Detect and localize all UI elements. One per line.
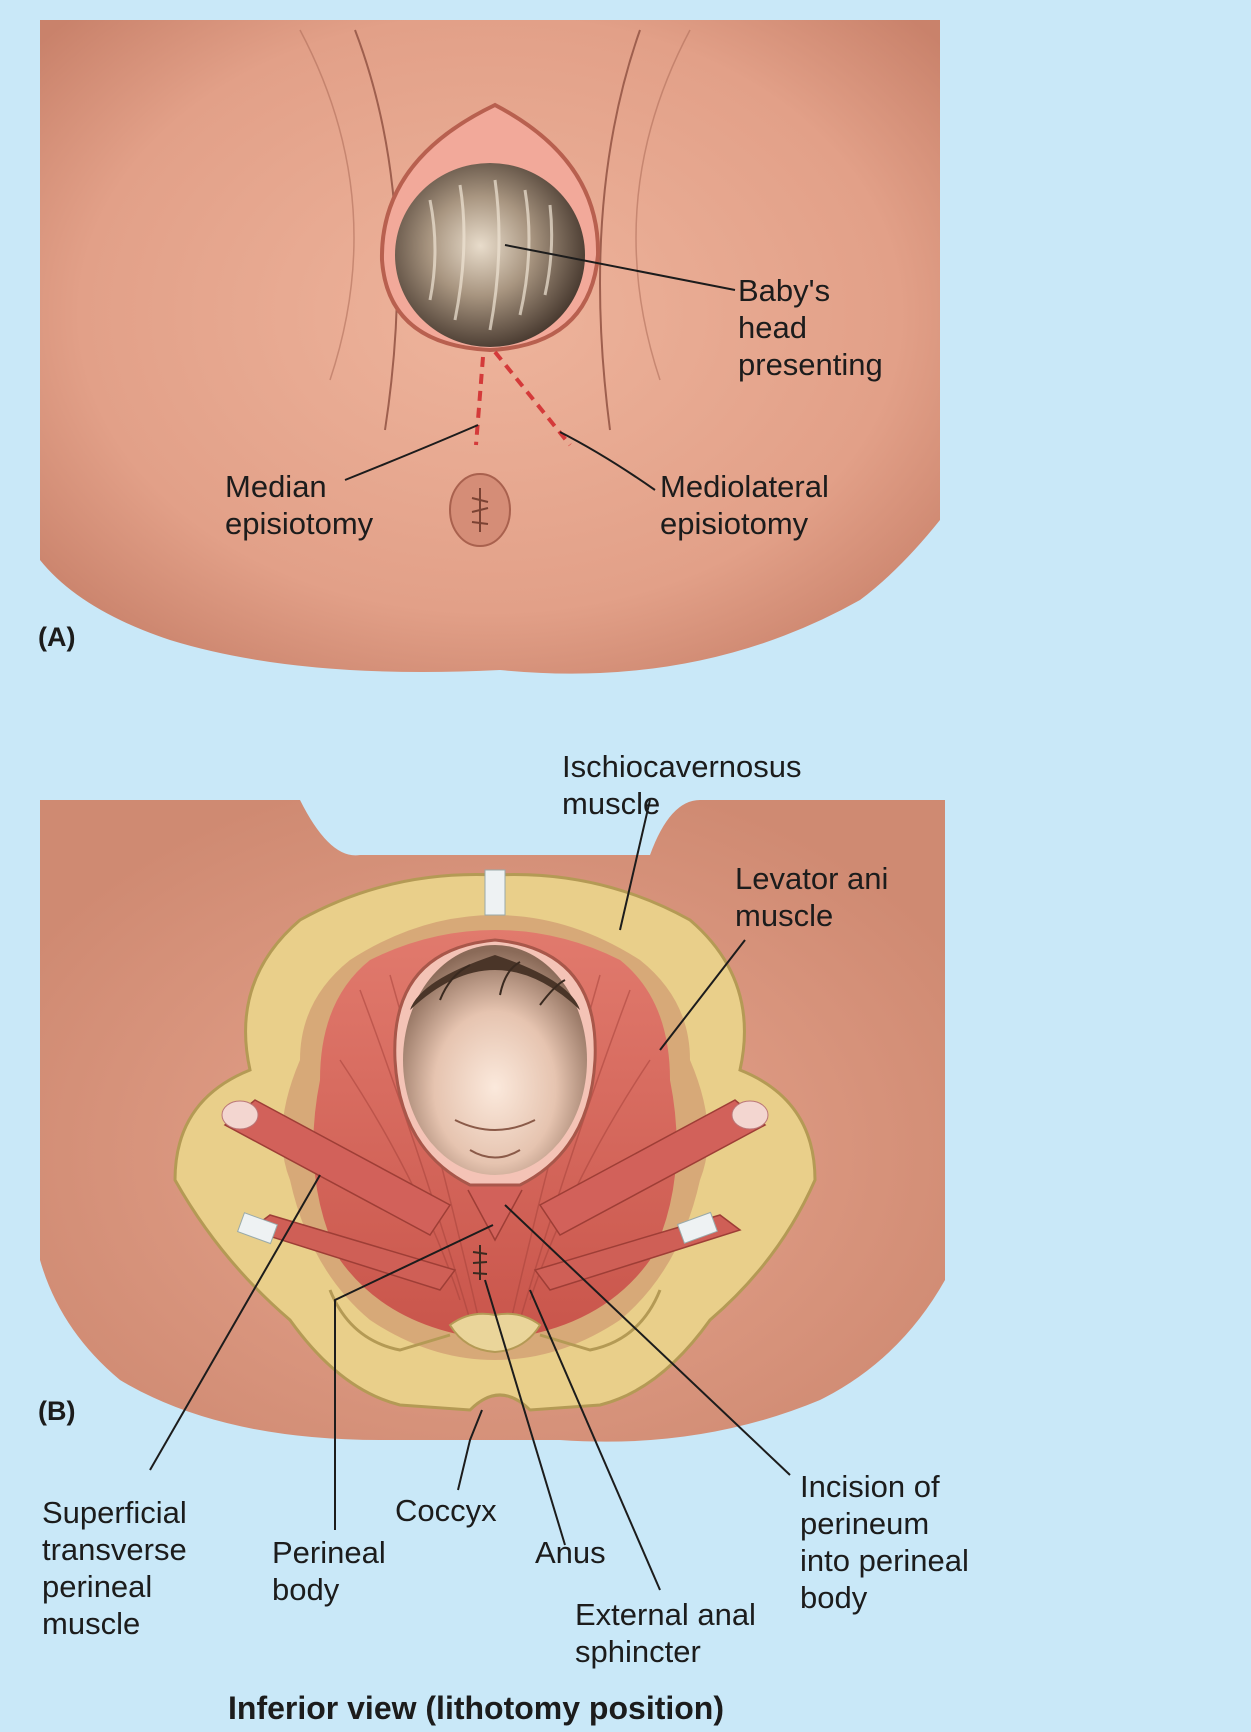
mediolateral-episiotomy-label: Mediolateral episiotomy (660, 468, 829, 542)
babys-head-b (403, 945, 587, 1175)
figure-caption: Inferior view (lithotomy position) (228, 1690, 724, 1727)
superficial-transverse-perineal-muscle-label: Superficial transverse perineal muscle (42, 1494, 187, 1642)
perineal-body-label: Perineal body (272, 1534, 386, 1608)
pubic-symphysis (485, 870, 505, 915)
anus-label: Anus (535, 1534, 606, 1571)
panel-a-tag: (A) (38, 622, 75, 653)
levator-ani-label: Levator ani muscle (735, 860, 888, 934)
babys-head-label: Baby's head presenting (738, 272, 883, 383)
ischiocavernosus-label: Ischiocavernosus muscle (562, 748, 802, 822)
panel-b-tag: (B) (38, 1396, 75, 1427)
incision-of-perineum-label: Incision of perineum into perineal body (800, 1468, 969, 1616)
coccyx-label: Coccyx (395, 1492, 497, 1529)
median-episiotomy-label: Median episiotomy (225, 468, 373, 542)
external-anal-sphincter-label: External anal sphincter (575, 1596, 756, 1670)
